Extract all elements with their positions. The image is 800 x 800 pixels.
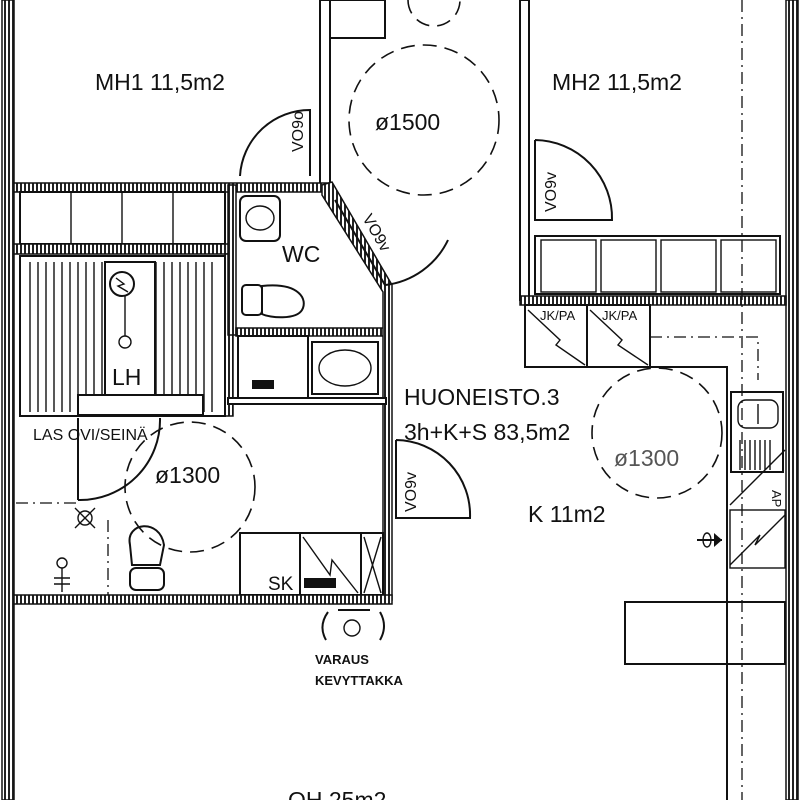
svg-text:AP: AP bbox=[769, 490, 784, 507]
wall-mh2-left bbox=[519, 0, 530, 301]
apartment-name: HUONEISTO.3 bbox=[404, 384, 560, 410]
wc-toilet-icon bbox=[241, 284, 305, 319]
room-label-lh: LH bbox=[112, 364, 141, 390]
outlet-icon bbox=[697, 532, 722, 548]
apartment-summary: 3h+K+S 83,5m2 bbox=[404, 419, 570, 445]
wall-wc-bottom bbox=[235, 327, 387, 337]
door-mh1[interactable]: VO9o bbox=[239, 108, 311, 177]
wall-sauna-top bbox=[13, 243, 231, 255]
wall-mh1-right bbox=[319, 0, 331, 186]
kitchen-island bbox=[624, 601, 786, 665]
room-label-wc: WC bbox=[282, 241, 320, 267]
sauna-heater-icon bbox=[109, 271, 135, 349]
room-label-k: K 11m2 bbox=[528, 501, 606, 527]
svg-text:VARAUS: VARAUS bbox=[315, 652, 369, 667]
fireplace-icon: VARAUS KEVYTTAKKA bbox=[315, 609, 403, 688]
svg-text:SK: SK bbox=[268, 574, 294, 595]
outer-wall-right bbox=[785, 0, 799, 800]
bath-washer bbox=[237, 335, 379, 402]
room-label-oh: OH 25m2 bbox=[288, 787, 386, 800]
wall-bath-bottom bbox=[13, 594, 393, 605]
bath-divider bbox=[227, 397, 387, 405]
glass-wall-label: LAS OVI/SEINÄ bbox=[33, 426, 148, 444]
sauna bbox=[19, 255, 226, 417]
turning-circle-kitchen bbox=[591, 367, 723, 499]
turning-circle-bath-label: ø1300 bbox=[155, 462, 220, 488]
svg-text:JK/PA: JK/PA bbox=[602, 308, 637, 323]
svg-text:VO9v: VO9v bbox=[403, 472, 420, 512]
svg-text:JK/PA: JK/PA bbox=[540, 308, 575, 323]
bath-cabinets: SK bbox=[239, 532, 384, 596]
wc-sink bbox=[239, 195, 281, 242]
outer-wall-left bbox=[1, 0, 15, 800]
door-mh2[interactable]: VO9v bbox=[534, 139, 614, 221]
closet-jk-pa: JK/PA JK/PA bbox=[524, 304, 651, 368]
turning-circle-kitchen-label: ø1300 bbox=[614, 445, 679, 471]
turning-circle-bath bbox=[124, 421, 256, 553]
turning-circle-hall bbox=[348, 44, 500, 196]
floor-drain-icon bbox=[54, 557, 70, 592]
closet-top bbox=[329, 0, 386, 39]
turning-circle-hall-label: ø1500 bbox=[375, 109, 440, 135]
svg-text:VO9v: VO9v bbox=[543, 172, 560, 212]
wall-mh2-bottom bbox=[519, 295, 787, 306]
door-bath[interactable]: VO9v bbox=[395, 439, 472, 519]
mh1-wardrobes bbox=[19, 191, 226, 245]
kitchen-sink bbox=[730, 391, 784, 473]
wall-wc-left bbox=[227, 184, 237, 336]
svg-text:VO9o: VO9o bbox=[290, 111, 307, 152]
kitchen-ap: AP bbox=[729, 449, 786, 569]
wall-mh1-bottom bbox=[13, 182, 331, 193]
bath-toilet-icon bbox=[128, 525, 166, 591]
room-label-mh2: MH2 11,5m2 bbox=[552, 69, 682, 95]
svg-text:KEVYTTAKKA: KEVYTTAKKA bbox=[315, 673, 403, 688]
room-label-mh1: MH1 11,5m2 bbox=[95, 69, 225, 95]
mh2-wardrobes bbox=[534, 235, 781, 295]
shower-icon bbox=[74, 507, 96, 529]
